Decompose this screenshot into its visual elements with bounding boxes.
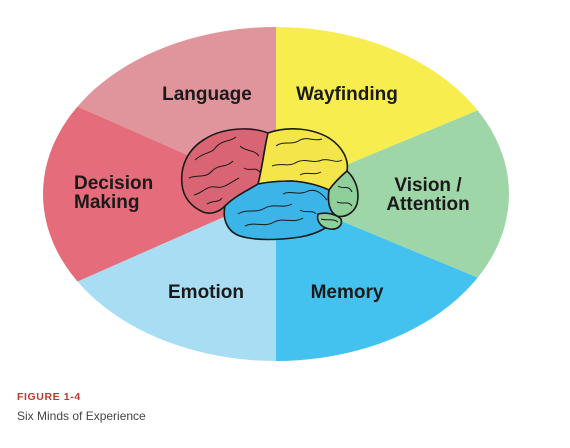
six-minds-diagram: Language Wayfinding Vision / Attention M… xyxy=(43,27,509,361)
label-vision-line2: Attention xyxy=(386,194,469,215)
segment-decision-making xyxy=(43,68,276,320)
brain-temporal-lobe xyxy=(223,180,338,241)
label-wayfinding: Wayfinding xyxy=(296,84,398,105)
brain-icon xyxy=(180,128,359,241)
label-decision-line2: Making xyxy=(74,192,139,213)
label-memory: Memory xyxy=(311,282,384,303)
brain-gyri-lines xyxy=(188,136,353,227)
label-language: Language xyxy=(162,84,252,105)
figure-label: FIGURE 1-4 xyxy=(17,391,81,403)
brain-cerebellum xyxy=(316,212,343,230)
label-emotion: Emotion xyxy=(168,282,244,303)
label-decision-line1: Decision xyxy=(74,173,153,194)
figure-caption: Six Minds of Experience xyxy=(17,409,146,423)
label-vision-line1: Vision / xyxy=(394,175,462,196)
